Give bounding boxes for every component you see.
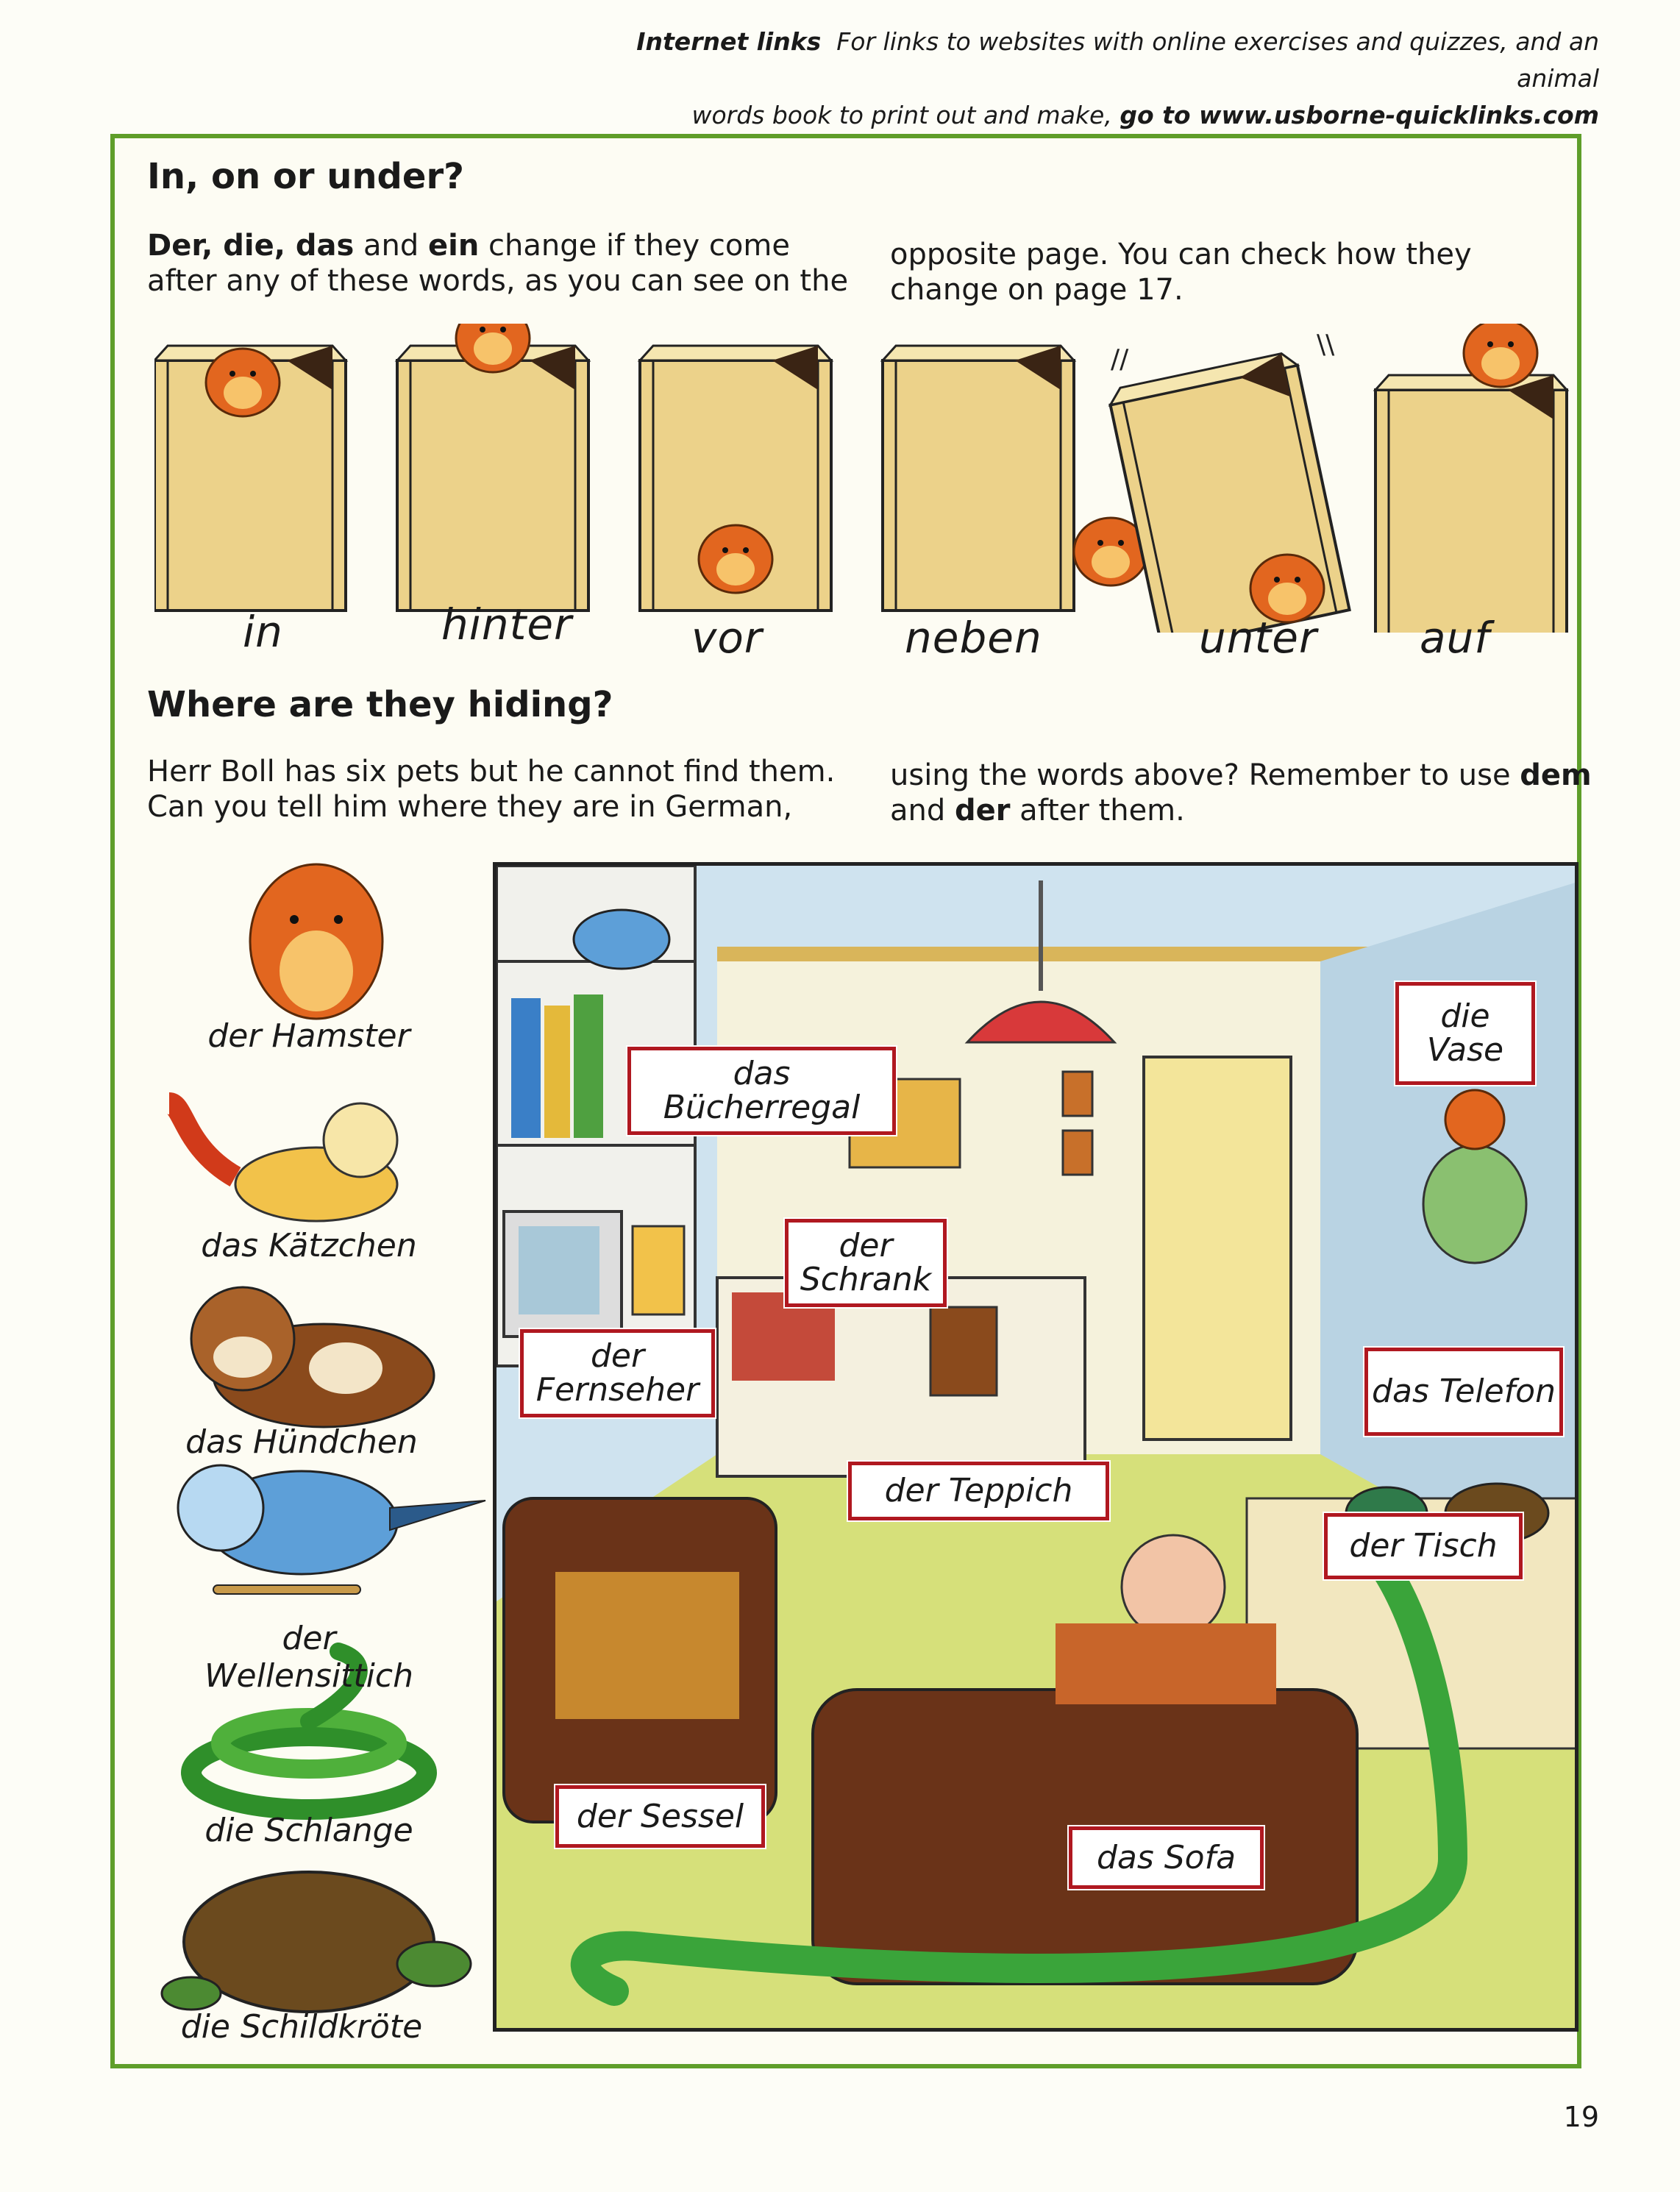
pet-label-hamster: der Hamster bbox=[207, 1017, 410, 1055]
preposition-vor: vor bbox=[691, 613, 763, 663]
preposition-neben: neben bbox=[905, 613, 1042, 663]
label-bookshelf: das Bücherregal bbox=[626, 1045, 897, 1136]
section2-paragraph-right: using the words above? Remember to use d… bbox=[890, 758, 1592, 828]
pets-illustrations bbox=[160, 863, 486, 2013]
section-title-where-hiding: Where are they hiding? bbox=[147, 684, 613, 725]
label-vase: die Vase bbox=[1394, 981, 1537, 1086]
label-cupboard: der Schrank bbox=[783, 1217, 948, 1309]
hamster-in-box bbox=[204, 347, 281, 418]
section2-paragraph-left: Herr Boll has six pets but he cannot fin… bbox=[147, 755, 836, 824]
section-title-in-on-under: In, on or under? bbox=[147, 156, 464, 197]
label-carpet: der Teppich bbox=[847, 1460, 1111, 1522]
preposition-boxes-illustration: // \\ bbox=[154, 324, 1568, 633]
pet-label-puppy: das Hündchen bbox=[185, 1423, 418, 1461]
label-armchair: der Sessel bbox=[554, 1784, 766, 1849]
internet-links-note: Internet links For links to websites wit… bbox=[569, 24, 1599, 134]
pet-label-kitten: das Kätzchen bbox=[201, 1227, 417, 1264]
internet-links-label: Internet links bbox=[636, 27, 822, 56]
svg-text:\\: \\ bbox=[1317, 330, 1335, 360]
pet-label-tortoise: die Schildkröte bbox=[180, 2008, 423, 2046]
snake-illustration bbox=[181, 1643, 437, 1820]
preposition-auf: auf bbox=[1420, 613, 1490, 663]
section1-paragraph-left: Der, die, das and ein change if they com… bbox=[147, 229, 849, 298]
internet-links-line2: words book to print out and make, bbox=[691, 101, 1112, 129]
section1-paragraph-right: opposite page. You can check how they ch… bbox=[890, 238, 1472, 307]
tortoise-illustration bbox=[160, 1871, 472, 2013]
hamster-illustration bbox=[249, 863, 384, 1020]
preposition-hinter: hinter bbox=[441, 599, 572, 650]
internet-links-line1: For links to websites with online exerci… bbox=[836, 27, 1599, 93]
svg-text://: // bbox=[1111, 344, 1129, 374]
preposition-in: in bbox=[243, 607, 283, 657]
puppy-illustration bbox=[190, 1286, 435, 1428]
label-sofa: das Sofa bbox=[1067, 1825, 1265, 1890]
label-phone: das Telefon bbox=[1363, 1346, 1565, 1437]
budgie-illustration bbox=[177, 1464, 486, 1595]
quicklinks-url[interactable]: go to www.usborne-quicklinks.com bbox=[1120, 101, 1599, 129]
label-tv: der Fernseher bbox=[519, 1328, 716, 1419]
kitten-illustration bbox=[165, 1092, 399, 1223]
living-room-scene: das Bücherregal die Vase der Schrank der… bbox=[493, 862, 1578, 2032]
pet-label-budgie: der Wellensittich bbox=[204, 1620, 413, 1695]
page-number: 19 bbox=[1563, 2101, 1599, 2133]
preposition-unter: unter bbox=[1199, 613, 1317, 663]
pet-label-snake: die Schlange bbox=[204, 1812, 413, 1849]
label-table: der Tisch bbox=[1323, 1512, 1524, 1581]
